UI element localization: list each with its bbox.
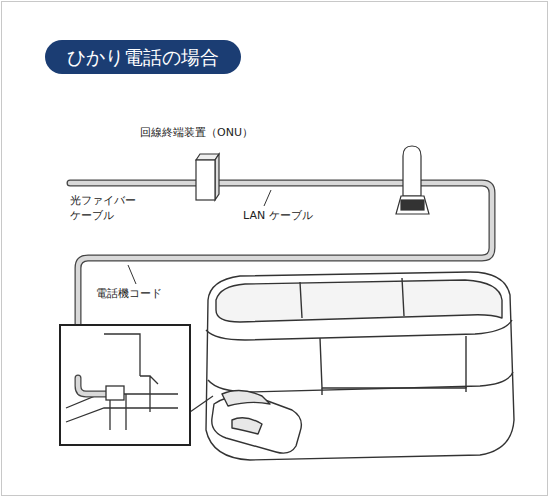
phone-cord-label: 電話機コード [96,287,206,302]
onu-device [196,154,219,200]
fax-machine [206,272,514,460]
fiber-cable-label: 光ファイバー ケーブル [70,194,142,224]
lan-cable-label: LAN ケーブル [243,209,353,224]
leader-line [128,265,136,284]
title-pill: ひかり電話の場合 [45,40,241,74]
handset [212,390,302,453]
onu-label: 回線終端装置（ONU） [140,126,300,141]
jack-inset [60,325,213,445]
leader-line [264,190,271,206]
router-device [396,146,429,214]
